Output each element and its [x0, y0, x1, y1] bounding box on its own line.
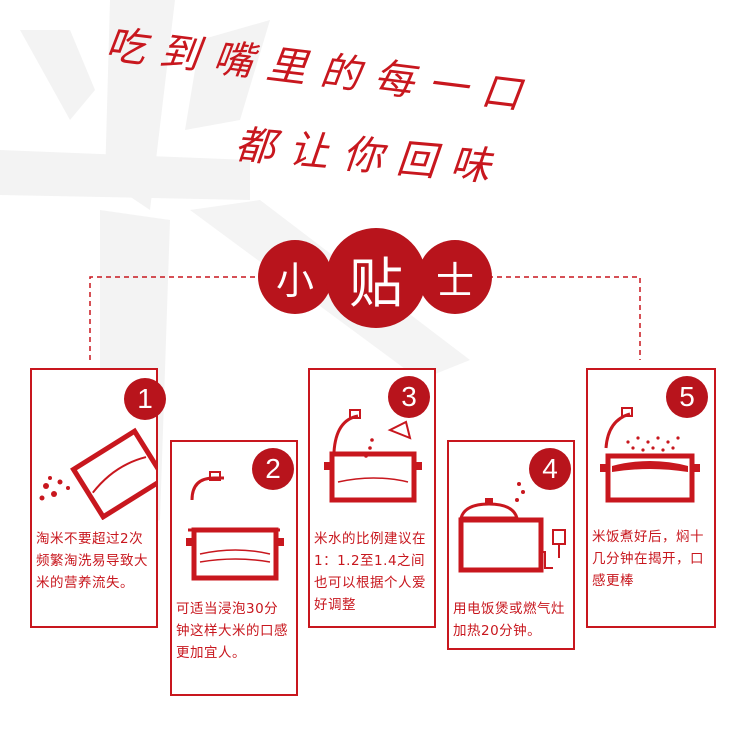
tip-card-3: 3 米水的比例建议在1：1.2至1.4之间也可以根据个人爱好调整 [308, 368, 436, 628]
step-number-4: 4 [529, 448, 571, 490]
pour-pot-icon [39, 427, 156, 520]
title-char-3: 士 [418, 240, 492, 314]
step-number-3: 3 [388, 376, 430, 418]
step-text-1: 淘米不要超过2次频繁淘洗易导致大米的营养流失。 [36, 531, 148, 591]
step-text-5: 米饭煮好后，焖十几分钟在揭开，口感更棒 [592, 529, 704, 589]
tip-card-2: 2 可适当浸泡30分钟这样大米的口感更加宜人。 [170, 440, 298, 696]
step-text-4: 用电饭煲或燃气灶加热20分钟。 [453, 601, 565, 639]
tip-card-1: 1 淘米不要超过2次频繁淘洗易导致大米的营养流失。 [30, 368, 166, 628]
step-number-1: 1 [124, 378, 166, 420]
steaming-pot-icon [600, 407, 700, 503]
step-number-5: 5 [666, 376, 708, 418]
tip-card-4: 4 用电饭煲或燃气灶加热20分钟。 [447, 440, 575, 650]
title-char-2: 贴 [326, 228, 426, 328]
rice-cooker-icon [458, 482, 566, 573]
step-number-2: 2 [252, 448, 294, 490]
step-text-2: 可适当浸泡30分钟这样大米的口感更加宜人。 [176, 601, 288, 661]
water-ratio-icon [324, 409, 422, 503]
step-text-3: 米水的比例建议在1：1.2至1.4之间也可以根据个人爱好调整 [314, 531, 426, 613]
title-char-1: 小 [258, 240, 332, 314]
soak-pot-icon [186, 471, 284, 581]
tip-card-5: 5 米饭煮好后，焖十几分钟在揭开，口感更棒 [586, 368, 716, 628]
